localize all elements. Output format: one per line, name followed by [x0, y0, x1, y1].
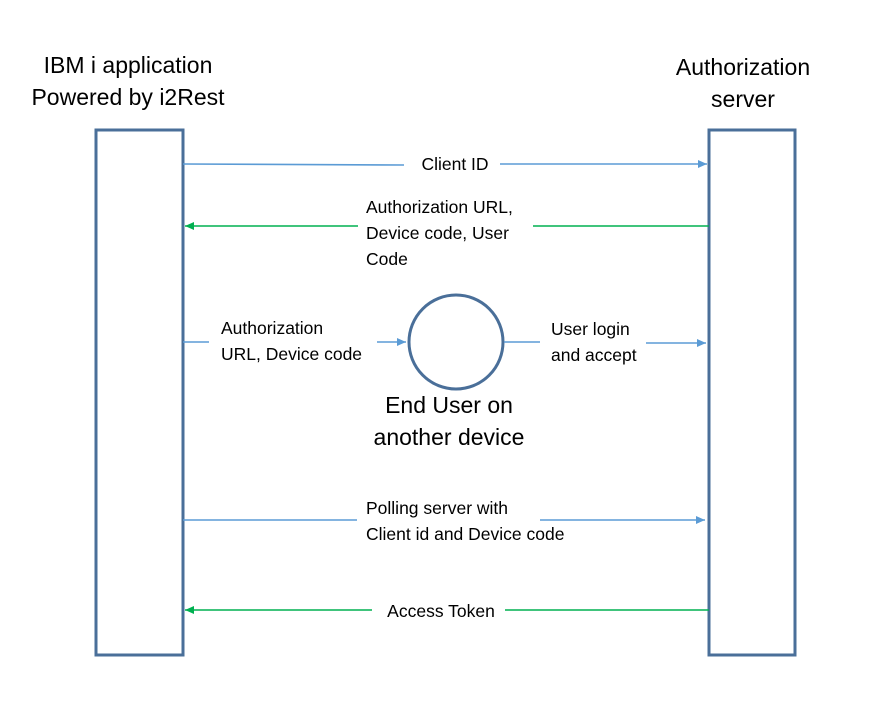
end-user-caption-line-1: End User on [385, 392, 513, 418]
client-id-label: Client ID [421, 154, 488, 174]
right-participant-title-line-1: Authorization [676, 54, 810, 80]
left-participant-title-line-1: IBM i application [44, 52, 213, 78]
auth-url-label-line-1: Authorization URL, [366, 197, 513, 217]
access-token-label: Access Token [387, 601, 495, 621]
polling-label-line-2: Client id and Device code [366, 524, 564, 544]
to-user-label-line-1: Authorization [221, 318, 323, 338]
user-login-label-line-1: User login [551, 319, 630, 339]
client-id-arrow-left-segment [182, 163, 405, 166]
auth-url-label-line-2: Device code, User [366, 223, 509, 243]
right-participant-title-line-2: server [711, 86, 775, 112]
right-lifeline-box [707, 128, 797, 657]
end-user-caption-line-2: another device [374, 424, 525, 450]
left-lifeline-box [94, 128, 185, 657]
left-participant-title-line-2: Powered by i2Rest [31, 84, 225, 110]
end-user-node [407, 293, 505, 391]
auth-url-label-line-3: Code [366, 249, 408, 269]
user-login-label-line-2: and accept [551, 345, 637, 365]
polling-label-line-1: Polling server with [366, 498, 508, 518]
to-user-label-line-2: URL, Device code [221, 344, 362, 364]
